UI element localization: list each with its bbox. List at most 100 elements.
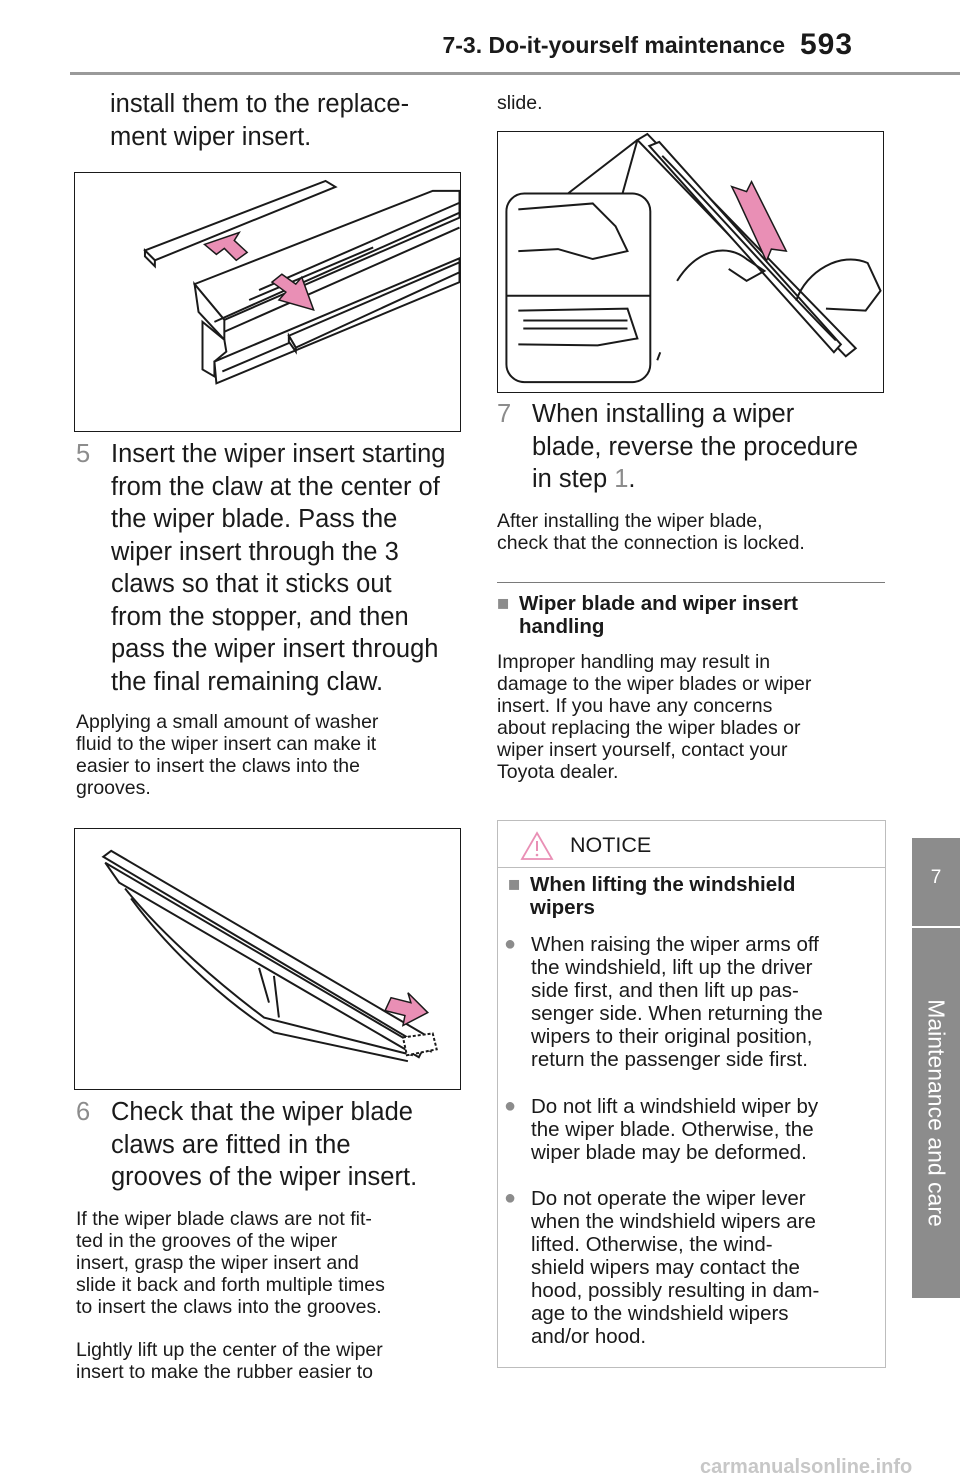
note-line: Lightly lift up the center of the wiper bbox=[76, 1339, 383, 1361]
bullet-dot: ● bbox=[504, 1187, 517, 1209]
chapter-tab-label[interactable]: Maintenance and care bbox=[912, 928, 960, 1298]
step-7-line: blade, reverse the procedure bbox=[532, 432, 859, 461]
note-step-5: Applying a small amount of washer fluid … bbox=[76, 711, 466, 799]
handling-line: damage to the wiper blades or wiper bbox=[497, 673, 812, 695]
chapter-label-text: Maintenance and care bbox=[923, 999, 950, 1227]
step-5-line: claws so that it sticks out bbox=[111, 570, 392, 598]
lift-insert-center-illustration bbox=[497, 131, 884, 393]
wiper-insert-retainer-illustration bbox=[74, 172, 461, 432]
step-7-line3-suffix: . bbox=[628, 465, 636, 493]
notice-line: lifted. Otherwise, the wind- bbox=[531, 1233, 773, 1256]
notice-line: the wiper blade. Otherwise, the bbox=[531, 1118, 814, 1141]
notice-title: When lifting the windshield wipers bbox=[530, 873, 795, 919]
handling-line: Toyota dealer. bbox=[497, 761, 619, 783]
step-5-text: Insert the wiper insert starting from th… bbox=[111, 438, 445, 698]
step-6-line: claws are fitted in the bbox=[111, 1130, 351, 1159]
lift-diagram bbox=[505, 132, 882, 384]
note-line: easier to insert the claws into the bbox=[76, 755, 360, 777]
step-6: 6 Check that the wiper blade claws are f… bbox=[76, 1096, 466, 1196]
notice-title-line: When lifting the windshield bbox=[530, 873, 796, 896]
handling-line: insert. If you have any concerns bbox=[497, 695, 773, 717]
note-line: insert, grasp the wiper insert and bbox=[76, 1252, 359, 1274]
page-number: 593 bbox=[800, 28, 854, 61]
notice-line: wipers to their original position, bbox=[531, 1025, 813, 1048]
step-5: 5 Insert the wiper insert starting from … bbox=[76, 438, 466, 700]
handling-title-line: Wiper blade and wiper insert bbox=[519, 592, 798, 615]
step-7-line3-prefix: in step bbox=[532, 465, 615, 493]
warning-triangle-icon bbox=[520, 831, 554, 860]
bullet-dot: ● bbox=[504, 933, 517, 955]
note-line: Applying a small amount of washer bbox=[76, 711, 379, 733]
notice-line: return the passenger side first. bbox=[531, 1048, 808, 1071]
step-6-number: 6 bbox=[76, 1098, 91, 1126]
step-reference-link[interactable]: 1 bbox=[614, 465, 629, 493]
notice-box: NOTICE ■ When lifting the windshield wip… bbox=[497, 820, 886, 1368]
notice-line: Do not operate the wiper lever bbox=[531, 1187, 806, 1210]
note-line: fluid to the wiper insert can make it bbox=[76, 733, 377, 755]
step-5-line: from the stopper, and then bbox=[111, 602, 409, 631]
notice-line: when the windshield wipers are bbox=[531, 1210, 816, 1233]
step-5-line: wiper insert through the 3 bbox=[111, 537, 399, 566]
step-6-line: Check that the wiper blade bbox=[111, 1098, 413, 1126]
note-line: insert to make the rubber easier to bbox=[76, 1361, 373, 1383]
note-line: slide it back and forth multiple times bbox=[76, 1274, 385, 1296]
notice-line: and/or hood. bbox=[531, 1325, 647, 1348]
retainer-diagram bbox=[143, 179, 460, 385]
step-6-line: grooves of the wiper insert. bbox=[111, 1163, 418, 1191]
step-5-line: Insert the wiper insert starting bbox=[111, 440, 446, 468]
intro-line-1: install them to the replace- bbox=[110, 90, 410, 118]
section-square-marker: ■ bbox=[497, 592, 510, 615]
note-line: ted in the grooves of the wiper bbox=[76, 1230, 338, 1252]
note-step-6b: Lightly lift up the center of the wiper … bbox=[76, 1339, 466, 1383]
step-5-number: 5 bbox=[76, 440, 91, 468]
notice-line: Do not lift a windshield wiper by bbox=[531, 1095, 819, 1118]
watermark: carmanualsonline.info bbox=[700, 1456, 913, 1478]
note-step-6a: If the wiper blade claws are not fit- te… bbox=[76, 1208, 466, 1318]
intro-line-2: ment wiper insert. bbox=[110, 123, 312, 151]
chapter-tab-number[interactable]: 7 bbox=[912, 838, 960, 926]
notice-line: hood, possibly resulting in dam- bbox=[531, 1279, 820, 1302]
wiper-blade-insert-illustration bbox=[74, 828, 461, 1090]
section-divider bbox=[497, 582, 885, 583]
notice-header: NOTICE bbox=[498, 821, 885, 868]
handling-body: Improper handling may result in damage t… bbox=[497, 651, 897, 783]
notice-line: age to the windshield wipers bbox=[531, 1302, 789, 1325]
handling-line: about replacing the wiper blades or bbox=[497, 717, 801, 739]
notice-line: wiper blade may be deformed. bbox=[531, 1141, 807, 1164]
step-7-line: in step 1. bbox=[532, 463, 858, 496]
notice-line: When raising the wiper arms off bbox=[531, 933, 819, 956]
note-line: to insert the claws into the grooves. bbox=[76, 1296, 382, 1318]
step-5-line: pass the wiper insert through bbox=[111, 635, 439, 663]
notice-line: the windshield, lift up the driver bbox=[531, 956, 813, 979]
slide-word: slide. bbox=[497, 92, 543, 114]
notice-title-line: wipers bbox=[530, 896, 595, 919]
note-line: grooves. bbox=[76, 777, 151, 799]
blade-diagram bbox=[101, 849, 438, 1063]
handling-line: wiper insert yourself, contact your bbox=[497, 739, 788, 761]
bullet-dot: ● bbox=[504, 1095, 517, 1117]
section-title: 7-3. Do-it-yourself maintenance bbox=[442, 32, 785, 58]
notice-line: senger side. When returning the bbox=[531, 1002, 823, 1025]
handling-line: Improper handling may result in bbox=[497, 651, 771, 673]
header-rule bbox=[70, 72, 960, 75]
note-line: After installing the wiper blade, bbox=[497, 510, 763, 532]
handling-title: Wiper blade and wiper insert handling bbox=[519, 592, 798, 638]
step-7-number: 7 bbox=[497, 400, 512, 428]
step-7-line: When installing a wiper bbox=[532, 400, 795, 428]
handling-title-line: handling bbox=[519, 615, 605, 638]
notice-label: NOTICE bbox=[570, 833, 652, 857]
note-step-7: After installing the wiper blade, check … bbox=[497, 510, 897, 554]
notice-line: shield wipers may contact the bbox=[531, 1256, 800, 1279]
step-5-line: from the claw at the center of bbox=[111, 472, 440, 501]
notice-bullet-text: When raising the wiper arms off the wind… bbox=[531, 933, 823, 1071]
notice-line: side first, and then lift up pas- bbox=[531, 979, 799, 1002]
step-5-line: the wiper blade. Pass the bbox=[111, 505, 398, 533]
notice-bullet-text: Do not lift a windshield wiper by the wi… bbox=[531, 1095, 818, 1164]
note-line: check that the connection is locked. bbox=[497, 532, 805, 554]
notice-bullet-text: Do not operate the wiper lever when the … bbox=[531, 1187, 819, 1348]
step-5-line: the final remaining claw. bbox=[111, 667, 384, 696]
step-6-text: Check that the wiper blade claws are fit… bbox=[111, 1096, 417, 1194]
step-7: 7 When installing a wiper blade, reverse… bbox=[497, 398, 897, 498]
note-line: If the wiper blade claws are not fit- bbox=[76, 1208, 372, 1230]
notice-square-marker: ■ bbox=[508, 873, 521, 896]
